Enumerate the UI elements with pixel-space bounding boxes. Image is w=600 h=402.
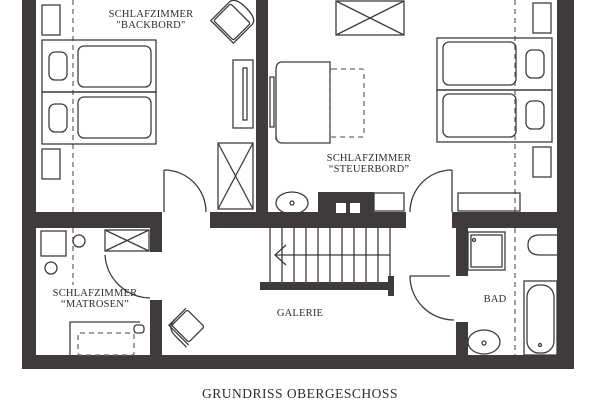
room-label-backbord: SCHLAFZIMMER "BACKBORD" <box>96 9 206 31</box>
room-label-bad: BAD <box>470 294 520 305</box>
backbord-furniture <box>41 0 255 213</box>
room-label-matrosen-line2: “MATROSEN” <box>61 299 129 310</box>
room-label-backbord-line2: "BACKBORD" <box>116 20 186 31</box>
room-label-galerie-text: GALERIE <box>276 308 324 319</box>
plan-title: GRUNDRISS OBERGESCHOSS <box>202 386 398 401</box>
room-label-galerie: GALERIE <box>260 308 340 319</box>
room-label-matrosen: SCHLAFZIMMER “MATROSEN” <box>40 288 150 310</box>
room-label-steuerbord: SCHLAFZIMMER “STEUERBORD” <box>314 153 424 175</box>
steuerbord-furniture <box>269 0 553 215</box>
room-label-steuerbord-line2: “STEUERBORD” <box>328 164 410 175</box>
room-label-backbord-line1: SCHLAFZIMMER <box>108 9 194 20</box>
bathroom-furniture <box>467 228 558 356</box>
room-label-bad-text: BAD <box>483 294 507 305</box>
walls <box>22 0 574 369</box>
matrosen-furniture <box>40 228 151 356</box>
room-label-steuerbord-line1: SCHLAFZIMMER <box>326 153 412 164</box>
staircase <box>269 228 391 282</box>
room-label-matrosen-line1: SCHLAFZIMMER <box>52 288 138 299</box>
galerie-furniture <box>167 275 455 348</box>
